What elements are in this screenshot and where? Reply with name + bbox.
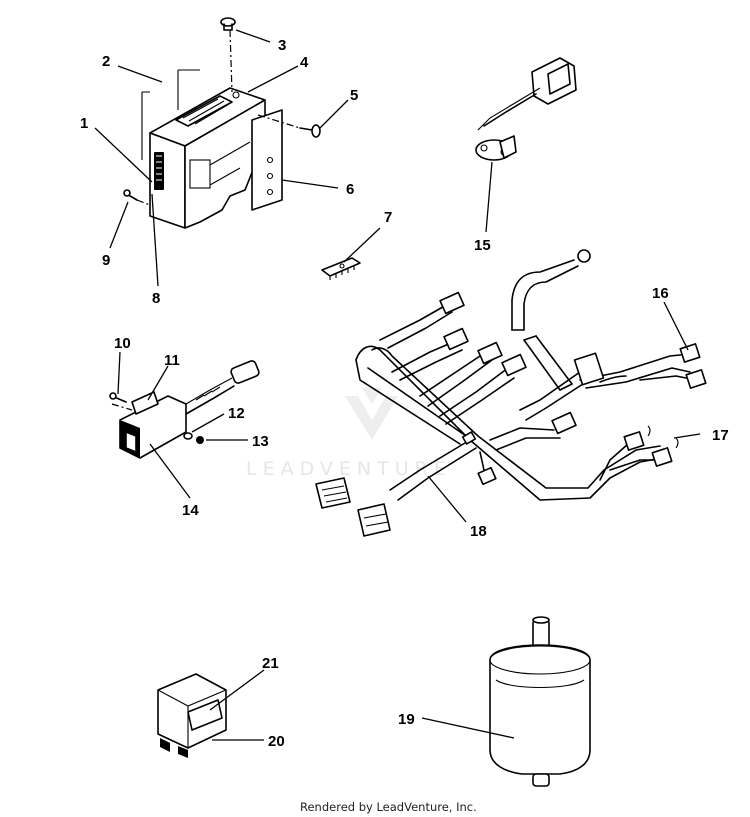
callout-7: 7	[384, 209, 392, 226]
callout-16: 16	[652, 285, 669, 302]
bracket-part-11	[131, 391, 159, 415]
callout-17: 17	[712, 427, 729, 444]
callout-13: 13	[252, 433, 269, 450]
callout-8: 8	[152, 290, 160, 307]
callout-14: 14	[182, 502, 199, 519]
leader-lines	[94, 29, 701, 741]
sensor-part-14	[119, 360, 260, 459]
callout-20: 20	[268, 733, 285, 750]
screw-part-5	[299, 124, 321, 138]
callout-10: 10	[114, 335, 131, 352]
harness-connectors	[315, 291, 707, 537]
screw-part-3	[220, 17, 236, 31]
sensor-part-15	[475, 57, 577, 161]
callout-4: 4	[300, 54, 309, 71]
footer-credit: Rendered by LeadVenture, Inc.	[300, 800, 477, 814]
screw-part-9	[123, 189, 138, 201]
ecu-bracket	[251, 109, 283, 211]
watermark-logo-icon	[345, 388, 398, 440]
callout-6: 6	[346, 181, 354, 198]
callout-11: 11	[164, 352, 180, 369]
wire-harness	[355, 249, 697, 501]
washer-part-12	[183, 432, 193, 440]
nut-part-13	[196, 436, 204, 444]
relay-part-20	[157, 673, 227, 758]
resistor-part-7	[321, 257, 361, 280]
fuel-filter-part-19	[489, 616, 591, 787]
watermark: LEADVENTURE	[246, 388, 452, 480]
callout-5: 5	[350, 87, 358, 104]
callout-1: 1	[80, 115, 88, 132]
callout-9: 9	[102, 252, 110, 269]
callout-18: 18	[470, 523, 487, 540]
callout-19: 19	[398, 711, 415, 728]
callout-3: 3	[278, 37, 286, 54]
watermark-text: LEADVENTURE	[246, 458, 452, 480]
callout-2: 2	[102, 53, 110, 70]
screw-part-10	[109, 392, 127, 403]
callout-15: 15	[474, 237, 491, 254]
ecu-module	[149, 87, 266, 229]
callout-12: 12	[228, 405, 245, 422]
callout-labels: 1 2 3 4 5 6 7 8 9 10 11 12 13 14 15 16 1…	[80, 37, 729, 750]
callout-21: 21	[262, 655, 279, 672]
